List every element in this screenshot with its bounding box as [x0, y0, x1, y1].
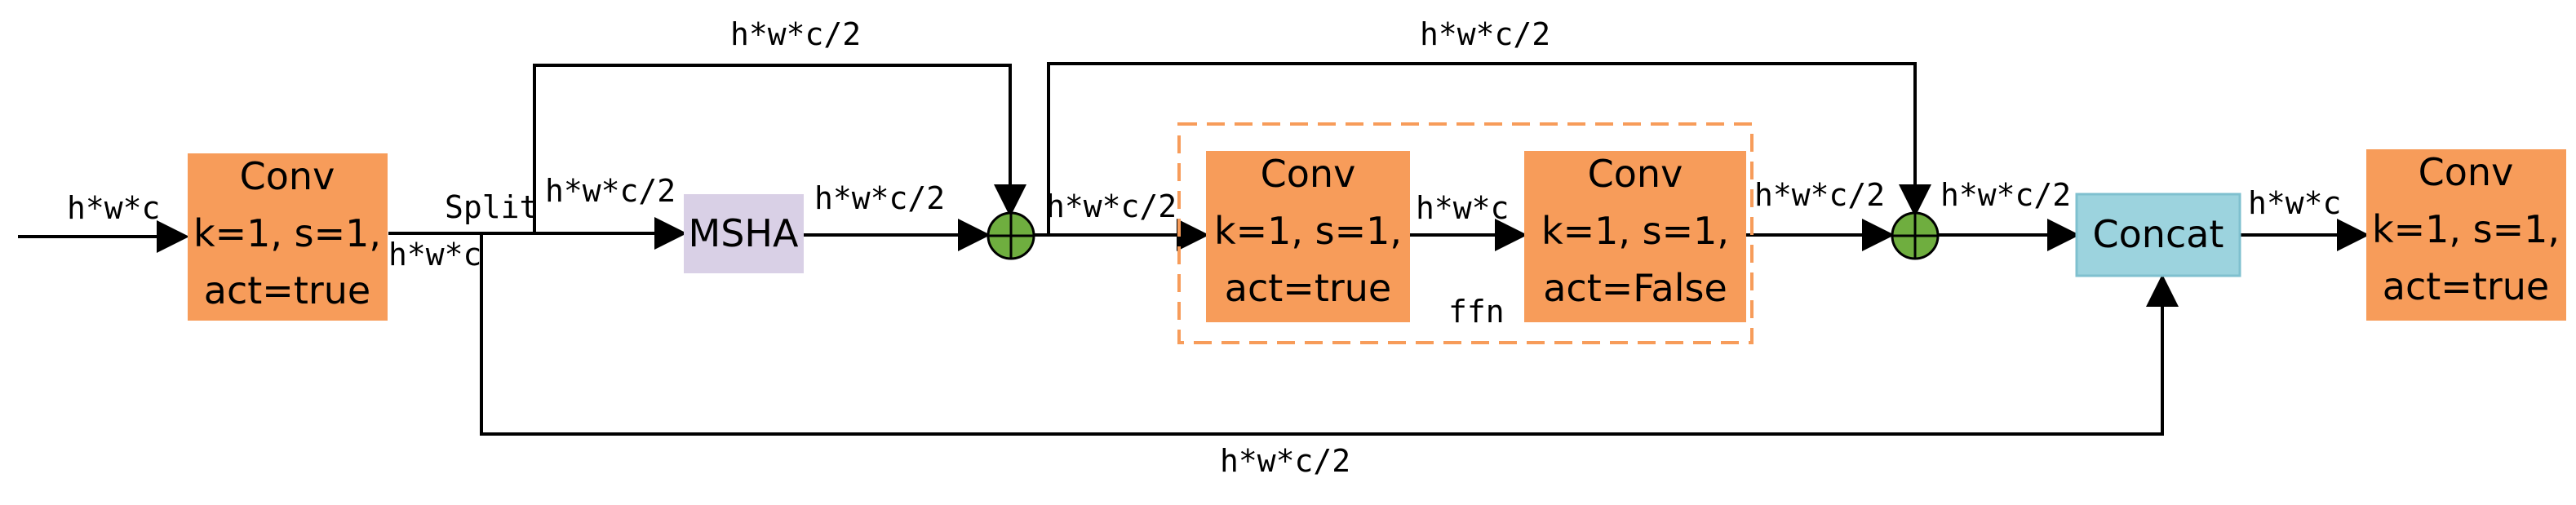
input-label: h*w*c — [67, 190, 160, 226]
concat-block: Concat — [2075, 193, 2241, 277]
add-node-2 — [1891, 211, 1940, 260]
bottom-branch-label: h*w*c/2 — [1220, 443, 1350, 479]
split-to-msha-label: h*w*c/2 — [545, 173, 676, 209]
skip1-top-label: h*w*c/2 — [730, 16, 861, 52]
conv3-out-label: h*w*c/2 — [1754, 177, 1885, 213]
skip-branch-2 — [1047, 62, 1931, 235]
msha-block: MSHA — [684, 194, 804, 273]
ffn-group-border — [1177, 122, 1754, 344]
conv-block-3: Conv k=1, s=1, act=False — [1524, 151, 1746, 322]
circled-plus-icon — [987, 211, 1035, 260]
conv4-params: k=1, s=1, — [2372, 207, 2560, 251]
conv3-params: k=1, s=1, — [1541, 209, 1729, 253]
msha-title: MSHA — [689, 211, 799, 255]
split-bottom-label: h*w*c — [388, 237, 481, 272]
conv2-out-label: h*w*c — [1416, 190, 1509, 226]
add1-out-label: h*w*c/2 — [1046, 188, 1177, 224]
circled-plus-icon — [1891, 211, 1940, 260]
conv-block-2: Conv k=1, s=1, act=true — [1206, 151, 1410, 322]
conv3-act: act=False — [1543, 266, 1727, 310]
add-node-1 — [987, 211, 1035, 260]
conv2-act: act=true — [1225, 266, 1391, 310]
skip2-top-label: h*w*c/2 — [1420, 16, 1550, 52]
split-label: Split — [445, 189, 538, 225]
concat-out-label: h*w*c — [2248, 185, 2341, 221]
ffn-label: ffn — [1448, 294, 1505, 330]
conv4-act: act=true — [2383, 264, 2549, 308]
conv3-title: Conv — [1588, 152, 1683, 196]
add2-out-label: h*w*c/2 — [1940, 177, 2071, 213]
msha-out-label: h*w*c/2 — [814, 180, 945, 216]
bottom-branch — [480, 235, 2179, 436]
conv1-params: k=1, s=1, — [193, 211, 381, 255]
skip-branch-1 — [533, 64, 1026, 235]
conv1-act: act=true — [204, 268, 370, 312]
conv2-params: k=1, s=1, — [1214, 209, 1402, 253]
conv2-title: Conv — [1261, 152, 1356, 196]
conv1-title: Conv — [240, 154, 335, 198]
conv4-title: Conv — [2419, 150, 2514, 194]
concat-title: Concat — [2093, 212, 2224, 256]
conv-block-1: Conv k=1, s=1, act=true — [188, 153, 388, 321]
conv-block-4: Conv k=1, s=1, act=true — [2366, 149, 2566, 321]
